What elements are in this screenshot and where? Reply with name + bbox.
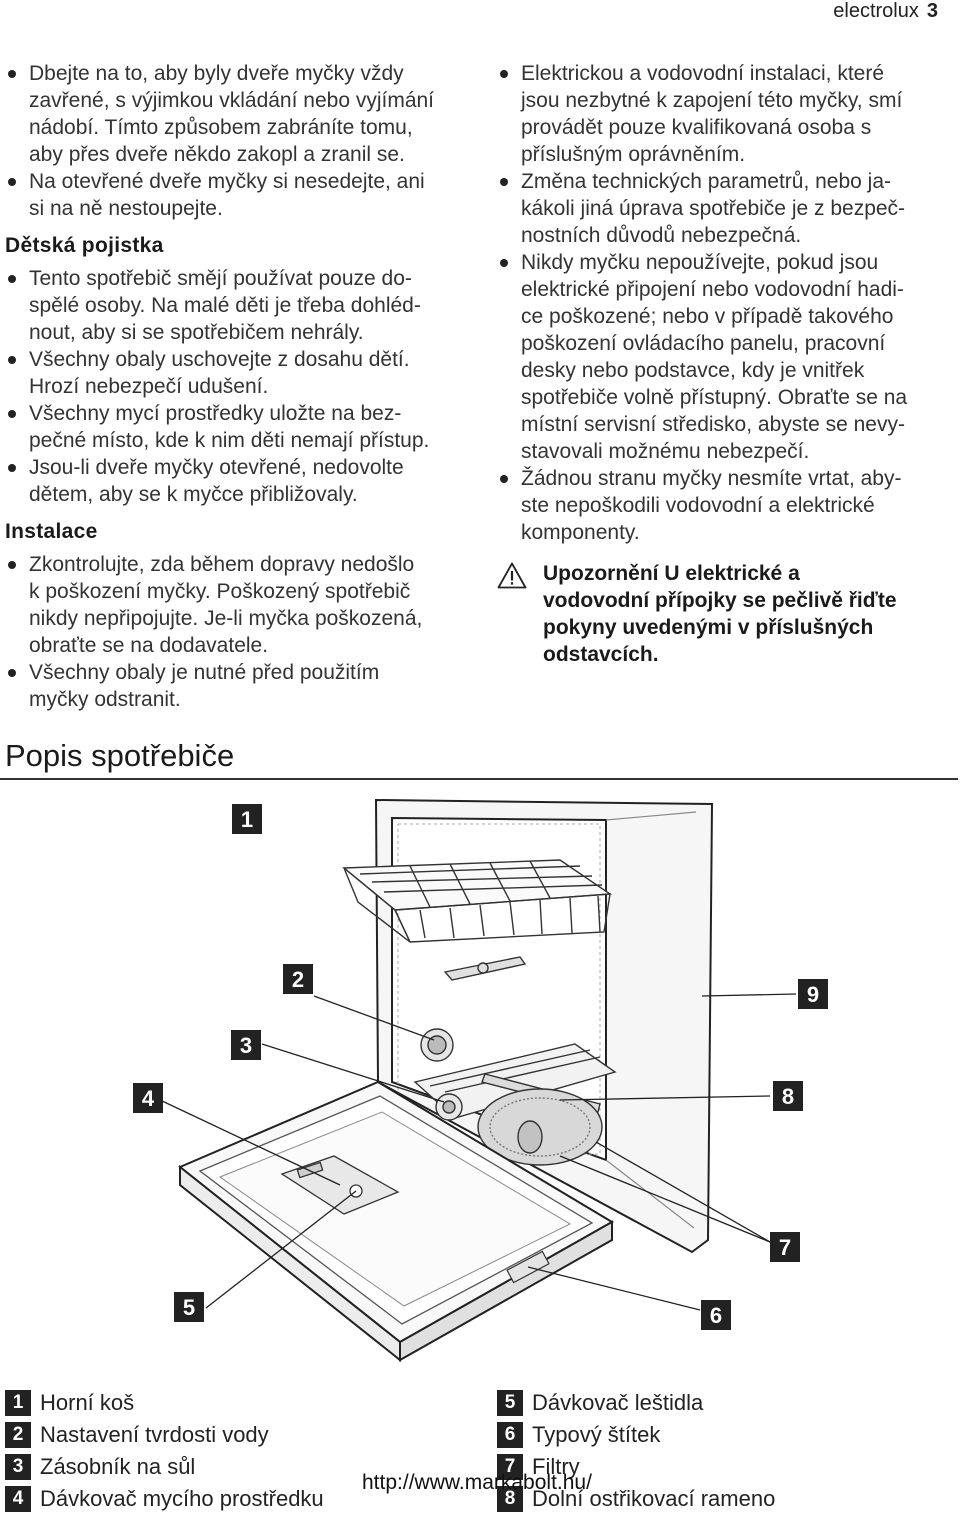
callout-9: 9 [798,979,828,1009]
svg-text:3: 3 [240,1033,252,1058]
legend-item: 7 Filtry [497,1451,957,1483]
right-column: Elektrickou a vodovodní instalaci, které… [497,60,957,668]
legend-item: 4 Dávkovač mycího prostředku [5,1483,465,1515]
svg-text:2: 2 [292,967,304,992]
legend-number: 2 [5,1422,31,1448]
legend-item: 1 Horní koš [5,1387,465,1419]
legend-item: 6 Typový štítek [497,1419,957,1451]
list-item: Elektrickou a vodovodní instalaci, které… [497,60,957,168]
legend-label: Nastavení tvrdosti vody [40,1422,269,1447]
callout-8: 8 [773,1081,803,1111]
brand-name: electrolux [833,0,919,22]
legend-label: Dávkovač leštidla [532,1390,704,1415]
svg-text:6: 6 [710,1303,722,1328]
legend-label: Horní koš [40,1390,135,1415]
dishwasher-illustration: 1 2 3 4 5 6 7 8 9 [133,798,828,1362]
warning-text: Upozornění U elektrické a vodovodní příp… [543,562,897,666]
legend-item: 2 Nastavení tvrdosti vody [5,1419,465,1451]
legend-label: Zásobník na sůl [40,1454,196,1479]
legend-label: Filtry [532,1454,580,1479]
svg-text:9: 9 [807,982,819,1007]
callout-3: 3 [231,1030,261,1060]
page-header: electrolux 3 [833,0,938,23]
source-url[interactable]: http://www.markabolt.hu/ [362,1471,592,1494]
legend-number: 6 [497,1422,523,1448]
svg-text:8: 8 [782,1084,794,1109]
list-item: Všechny obaly je nutné před použitím myč… [5,659,470,713]
list-item: Dbejte na to, aby byly dveře myčky vždy … [5,60,470,168]
callout-5: 5 [174,1292,204,1322]
legend-item: 8 Dolní ostřikovací rameno [497,1483,957,1515]
list-item: Všechny obaly uschovejte z dosahu dětí. … [5,346,470,400]
legend-label: Typový štítek [532,1422,661,1447]
list-item: Na otevřené dveře myčky si nesedejte, an… [5,168,470,222]
callout-2: 2 [283,964,313,994]
upper-basket [342,859,613,943]
legend-label: Dávkovač mycího prostředku [40,1486,324,1511]
list-item: Jsou-li dveře myčky otevřené, nedovolte … [5,454,470,508]
svg-text:5: 5 [183,1295,195,1320]
svg-text:4: 4 [142,1086,155,1111]
child-safety-heading: Dětská pojistka [5,234,164,257]
left-column: Dbejte na to, aby byly dveře myčky vždy … [5,60,470,713]
water-hardness-dial [420,1028,454,1062]
installation-heading: Instalace [5,520,98,543]
callout-6: 6 [701,1300,731,1330]
legend-item: 5 Dávkovač leštidla [497,1387,957,1419]
upper-spray-arm [443,956,527,981]
list-item: Zkontrolujte, zda během dopravy nedošlo … [5,551,470,659]
list-item: Všechny mycí prostředky uložte na bez- p… [5,400,470,454]
salt-container [435,1093,463,1121]
legend-right: 5 Dávkovač leštidla 6 Typový štítek 7 Filtr… [497,1387,957,1515]
list-item: Změna technických parametrů, nebo ja- ká… [497,168,957,249]
legend-number: 7 [497,1454,523,1480]
warning-triangle-icon [497,562,527,589]
legend-number: 1 [5,1390,31,1416]
section-title: Popis spotřebiče [5,738,235,773]
dishwasher-door [178,1080,614,1362]
legend-number: 3 [5,1454,31,1480]
page-number: 3 [926,0,938,22]
svg-text:7: 7 [779,1235,791,1260]
section-divider [0,778,958,780]
legend-number: 8 [497,1486,523,1512]
legend-item: 3 Zásobník na sůl [5,1451,465,1483]
legend-left: 1 Horní koš 2 Nastavení tvrdosti vody 3 Zás… [5,1387,465,1515]
legend-number: 4 [5,1486,31,1512]
leader-lines [159,993,797,1311]
warning-note: Upozornění U elektrické a vodovodní příp… [497,560,957,668]
legend-label: Dolní ostřikovací rameno [532,1486,776,1511]
callout-4: 4 [133,1083,163,1113]
filter-assembly [477,1088,603,1166]
list-item: Tento spotřebič smějí používat pouze do-… [5,265,470,346]
svg-text:1: 1 [241,807,253,832]
list-item: Nikdy myčku nepoužívejte, pokud jsou ele… [497,249,957,465]
legend-number: 5 [497,1390,523,1416]
callout-1: 1 [232,804,262,834]
list-item: Žádnou stranu myčky nesmíte vrtat, aby- … [497,465,957,546]
callout-7: 7 [770,1232,800,1262]
